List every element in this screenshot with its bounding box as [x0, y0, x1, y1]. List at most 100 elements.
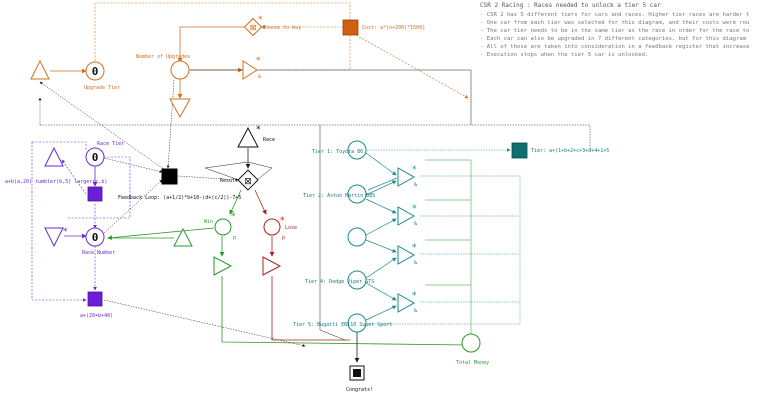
edge-choose-numup: [177, 26, 252, 63]
edge-racetier-feedback: [103, 157, 163, 173]
race-tier-label: Race Tier: [97, 141, 124, 147]
edge-t3-gate2: [365, 218, 397, 236]
description-line: - CSR 2 has 5 different tiers for cars a…: [480, 12, 749, 18]
race-tier-pool: [85, 147, 105, 167]
feedback-loop-label: Feedback Loop: (a+1/2)*b+10-(d+(c/2))-7+…: [118, 195, 241, 201]
tier-5-label: Tier 5: Bugatti EB110 Super Sport: [293, 322, 392, 328]
race-source-triangle: [237, 126, 259, 148]
unlock-gate-4: [397, 293, 416, 313]
upgrade-tier-value: 0: [92, 65, 99, 78]
congrats-end-inner: [353, 369, 361, 377]
upgrades-drain-triangle: [169, 98, 191, 119]
number-of-upgrades-label: Number of Upgrades: [136, 54, 190, 60]
tier-3-pool: [347, 227, 367, 247]
race-number-value: 0: [92, 231, 99, 244]
win-star: *: [231, 212, 236, 222]
edge-t4-gate3: [365, 257, 397, 279]
description-title: CSR 2 Racing : Races needed to unlock a …: [480, 2, 661, 9]
result-label: Result: [220, 178, 238, 184]
edge-racetier-loop: [66, 156, 131, 219]
race-number-label: Race Number: [82, 250, 115, 256]
description-line: - All of those are taken into considerat…: [480, 44, 750, 50]
lose-star: *: [280, 216, 285, 226]
unlock-gate-3-star: *: [412, 243, 417, 253]
edge-result-lose: [254, 189, 267, 215]
unlock-gate-4-star: *: [412, 291, 417, 301]
feedback-register: [161, 168, 178, 185]
edge-feedback-result: [177, 175, 239, 182]
lose-label: Lose: [285, 225, 297, 231]
tier-5-pool: [347, 313, 367, 333]
race-tier-source-triangle: [44, 146, 64, 167]
upgrade-gate-amp: &: [258, 74, 261, 80]
edge-win-money: [221, 276, 469, 348]
race-tier-value: 0: [92, 151, 99, 164]
edge-gate-cost: [260, 35, 351, 71]
total-money-pool: [461, 333, 481, 353]
edge-cost-money: [355, 34, 469, 99]
unlock-gate-2-amp: &: [414, 221, 417, 227]
unlock-gate-3: [397, 245, 416, 265]
edge-tier-up: [94, 2, 351, 61]
tier-2-label: Tier 2: Aston Martin DB5: [303, 193, 375, 199]
unlock-gate-3-amp: &: [414, 260, 417, 266]
win-label: Win: [204, 219, 213, 225]
number-of-upgrades-pool: [170, 60, 190, 80]
race-number-drain-triangle: [44, 227, 64, 248]
race-tier-register: [87, 186, 103, 202]
green-source-triangle: [173, 227, 193, 247]
unlock-gate-2-star: *: [412, 204, 417, 214]
race-number-formula-label: a+(20+b+40): [80, 313, 113, 319]
unlock-gate-1: [397, 167, 416, 187]
upgrade-gate-triangle: [242, 60, 258, 80]
unlock-gate-1-star: *: [412, 165, 417, 175]
result-gate[interactable]: ⊠: [237, 169, 259, 191]
edge-lose-money: [271, 276, 350, 341]
total-money-label: Total Money: [456, 360, 489, 366]
edge-purple-top: [32, 141, 87, 150]
race-label: Race: [263, 137, 275, 143]
win-badge: p: [233, 235, 236, 241]
edge-box-racetier-back: [61, 159, 87, 195]
lose-badge: p: [282, 235, 285, 241]
race-number-pool: [85, 227, 105, 247]
end-section: Total Money Congrats!: [346, 333, 489, 393]
choose-to-buy-gate[interactable]: ⊠: [243, 17, 263, 37]
tier-register-label: Tier: a+(1+b+2+c+3+d+4+1+5: [531, 148, 609, 154]
edge-win-racenum: [107, 227, 215, 241]
race-star: *: [256, 125, 261, 135]
feedback-section: Feedback Loop: (a+1/2)*b+10-(d+(c/2))-7+…: [118, 168, 241, 201]
description-line: - The car tier needs to be in the same t…: [480, 28, 749, 34]
edge-gate-bus: [368, 175, 521, 325]
unlock-gate-2: [397, 206, 416, 226]
description-line: - Each car can also be upgraded in 7 dif…: [480, 36, 747, 42]
connections: [31, 2, 591, 363]
edge-purple-left: [31, 142, 87, 302]
upgrade-gate-star: *: [256, 56, 261, 66]
edge-t1-gate1: [365, 152, 397, 176]
result-gate-mark: ⊠: [244, 177, 252, 187]
lose-pool: [263, 218, 281, 236]
randomizer-label: a+b(a,20) tumbler(b,5) larger(c,b): [5, 179, 107, 185]
choose-to-buy-star: *: [258, 15, 263, 25]
tier-4-pool: [347, 270, 367, 290]
tier-2-pool: [347, 184, 367, 204]
congrats-label: Congrats!: [346, 387, 373, 393]
edge-result-win: [229, 189, 242, 215]
unlock-gate-1-amp: &: [414, 182, 417, 188]
win-pool: [214, 218, 232, 236]
tier-1-label: Tier 1: Toyota 86: [312, 149, 363, 155]
upgrade-section: 0 Upgrade Tier Number of Upgrades * & ⊠ …: [30, 15, 425, 119]
choose-to-buy-label: Choose to buy: [262, 25, 301, 31]
edge-numup-feedback: [166, 79, 175, 169]
edge-upgrade-loop: [190, 69, 472, 125]
race-section: * Race ⊠ Result * Win p * Lose p: [173, 125, 297, 276]
edge-t2-gate1: [365, 180, 397, 196]
edge-t3-gate3: [365, 239, 397, 253]
choose-to-buy-mark: ⊠: [250, 23, 257, 32]
race-number-register: [87, 291, 103, 307]
description-block: CSR 2 Racing : Races needed to unlock a …: [480, 2, 750, 58]
upgrade-tier-label: Upgrade Tier: [84, 85, 120, 91]
description-line: - One car from each tier was selected fo…: [480, 20, 749, 26]
